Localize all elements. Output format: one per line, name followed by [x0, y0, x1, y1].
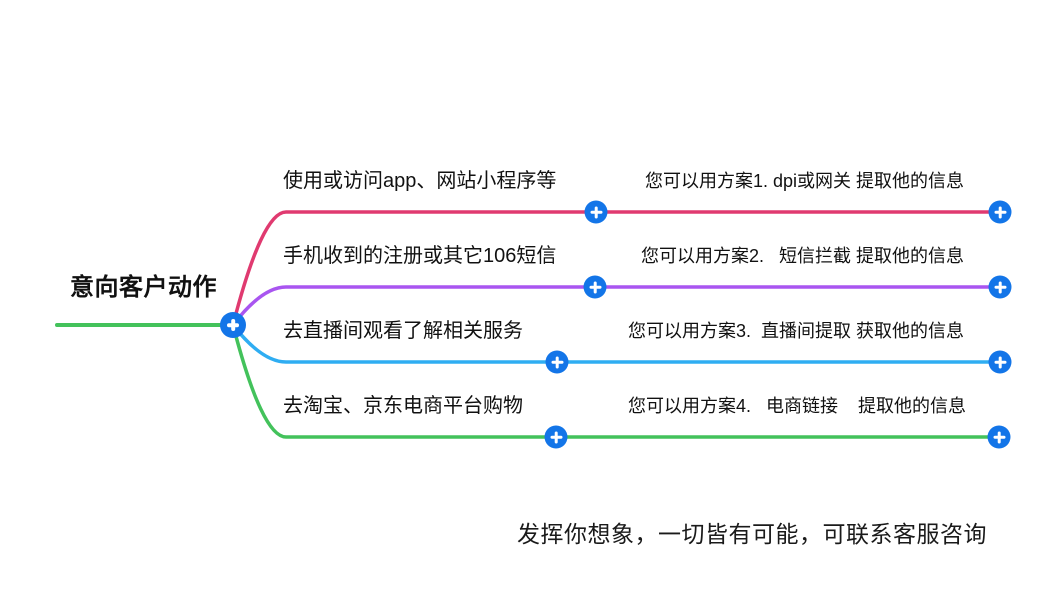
- plus-icon: [989, 201, 1012, 224]
- branch-topic-1[interactable]: 使用或访问app、网站小程序等: [283, 170, 557, 192]
- branch-2-expand-plus-button[interactable]: [583, 275, 607, 299]
- branch-subtopic-4[interactable]: 您可以用方案4. 电商链接 提取他的信息: [628, 396, 967, 416]
- branch-4-expand-plus-button[interactable]: [544, 425, 568, 449]
- root-topic-label[interactable]: 意向客户动作: [70, 274, 217, 301]
- branch-subtopic-1[interactable]: 您可以用方案1. dpi或网关 提取他的信息: [645, 171, 965, 191]
- plus-icon: [584, 276, 607, 299]
- branch-1-expand-plus-button[interactable]: [584, 200, 608, 224]
- branch-subtopic-2[interactable]: 您可以用方案2. 短信拦截 提取他的信息: [641, 246, 965, 266]
- plus-icon: [545, 426, 568, 449]
- branch-topic-3[interactable]: 去直播间观看了解相关服务: [283, 320, 523, 342]
- branch-line-1: [231, 210, 1001, 327]
- branch-line-4: [231, 323, 1001, 439]
- branch-3-expand-plus-button[interactable]: [545, 350, 569, 374]
- subtopic-3-expand-plus-button[interactable]: [988, 350, 1012, 374]
- branch-subtopic-3[interactable]: 您可以用方案3. 直播间提取 获取他的信息: [628, 321, 965, 341]
- plus-icon: [546, 351, 569, 374]
- plus-icon: [989, 276, 1012, 299]
- subtopic-2-expand-plus-button[interactable]: [988, 275, 1012, 299]
- plus-icon: [989, 351, 1012, 374]
- subtopic-1-expand-plus-button[interactable]: [988, 200, 1012, 224]
- branch-topic-4[interactable]: 去淘宝、京东电商平台购物: [283, 395, 523, 417]
- plus-icon: [585, 201, 608, 224]
- plus-icon: [220, 312, 246, 338]
- plus-icon: [988, 426, 1011, 449]
- subtopic-4-expand-plus-button[interactable]: [987, 425, 1011, 449]
- floating-note[interactable]: 发挥你想象，一切皆有可能，可联系客服咨询: [517, 522, 987, 547]
- root-expand-plus-button[interactable]: [220, 312, 246, 338]
- branch-topic-2[interactable]: 手机收到的注册或其它106短信: [283, 245, 557, 267]
